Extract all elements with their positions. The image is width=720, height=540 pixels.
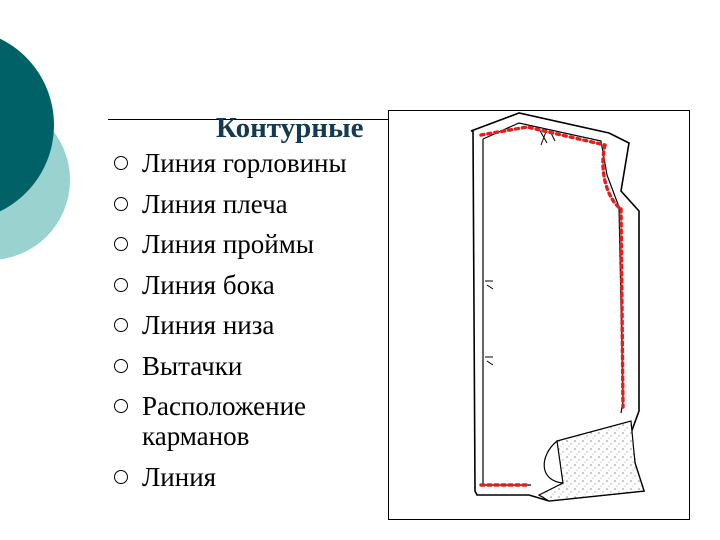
dark-teal-circle	[0, 38, 54, 212]
list-item-label: Линия плеча	[142, 188, 288, 219]
list-item: Расположение карманов	[114, 391, 384, 451]
list-item-label: Линия	[142, 461, 217, 492]
red-contour-shoulder	[479, 125, 607, 147]
list-item: Линия горловины	[114, 148, 384, 178]
slide-title: Контурные	[216, 112, 364, 144]
list-item: Линия проймы	[114, 229, 384, 259]
title-underline	[108, 119, 398, 120]
red-contour-armhole	[601, 143, 623, 211]
list-item-label: Линия бока	[142, 269, 275, 300]
bullet-ring-icon	[114, 196, 128, 211]
pocket-area	[537, 420, 645, 502]
list-item-label: Расположение карманов	[142, 391, 307, 451]
list-item: Линия низа	[114, 310, 384, 340]
list-item-label: Линия проймы	[142, 229, 314, 259]
bullet-ring-icon	[114, 358, 128, 373]
list-item-label: Вытачки	[142, 350, 243, 381]
side-notch-upper	[485, 280, 494, 290]
list-item: Вытачки	[114, 351, 384, 381]
bullet-ring-icon	[114, 237, 128, 251]
list-item: Линия бока	[114, 270, 384, 300]
pocket-curve	[543, 440, 564, 484]
list-item-label: Линия горловины	[142, 148, 347, 178]
side-notch-lower	[485, 356, 494, 366]
bullet-ring-icon	[114, 277, 128, 292]
list-item-label: Линия низа	[142, 310, 275, 340]
garment-pattern-image	[470, 112, 646, 502]
bullet-ring-icon	[114, 318, 128, 332]
list-item: Линия	[114, 462, 384, 492]
bullet-ring-icon	[114, 399, 128, 413]
bullet-ring-icon	[114, 469, 128, 484]
list-item: Линия плеча	[114, 189, 384, 219]
bullet-ring-icon	[114, 156, 128, 170]
contour-list: Линия горловины Линия плеча Линия проймы…	[114, 148, 384, 502]
red-contour-side	[619, 207, 625, 409]
decorative-circles	[0, 38, 70, 260]
garment-pattern-frame	[388, 110, 690, 520]
